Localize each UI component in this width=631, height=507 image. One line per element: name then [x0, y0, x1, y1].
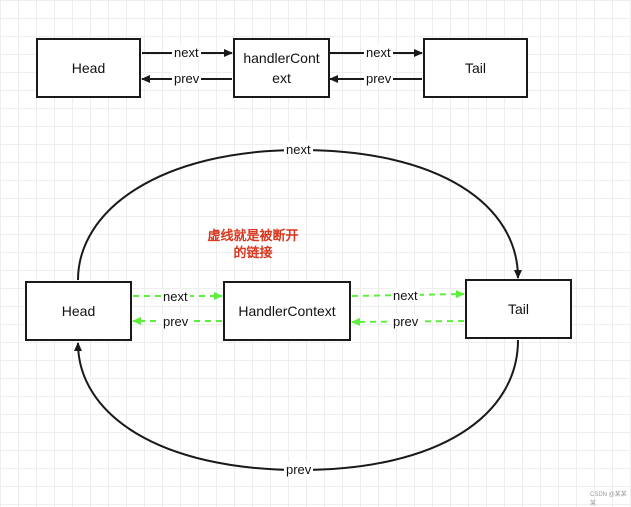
bottom-next-label-left: next — [161, 289, 190, 304]
broken-link-note: 虚线就是被断开 的链接 — [207, 228, 299, 260]
top-next-label-right: next — [364, 45, 393, 60]
top-next-label-left: next — [172, 45, 201, 60]
bottom-next-label-right: next — [391, 288, 420, 303]
bottom-tail-node: Tail — [465, 279, 572, 339]
top-tail-node: Tail — [423, 38, 528, 98]
next-arc-label: next — [284, 142, 313, 157]
watermark: CSDN @某某某 — [590, 492, 627, 507]
top-prev-label-left: prev — [172, 71, 202, 86]
top-handler-context-node: handlerCont ext — [233, 38, 330, 98]
top-head-node: Head — [36, 38, 141, 98]
prev-arc — [74, 339, 519, 472]
bottom-handler-context-node: HandlerContext — [223, 281, 351, 341]
top-prev-label-right: prev — [364, 71, 394, 86]
prev-arc-label: prev — [284, 462, 314, 477]
bottom-prev-label-left: prev — [161, 314, 191, 329]
bottom-head-node: Head — [25, 281, 132, 341]
bottom-prev-label-right: prev — [391, 314, 421, 329]
